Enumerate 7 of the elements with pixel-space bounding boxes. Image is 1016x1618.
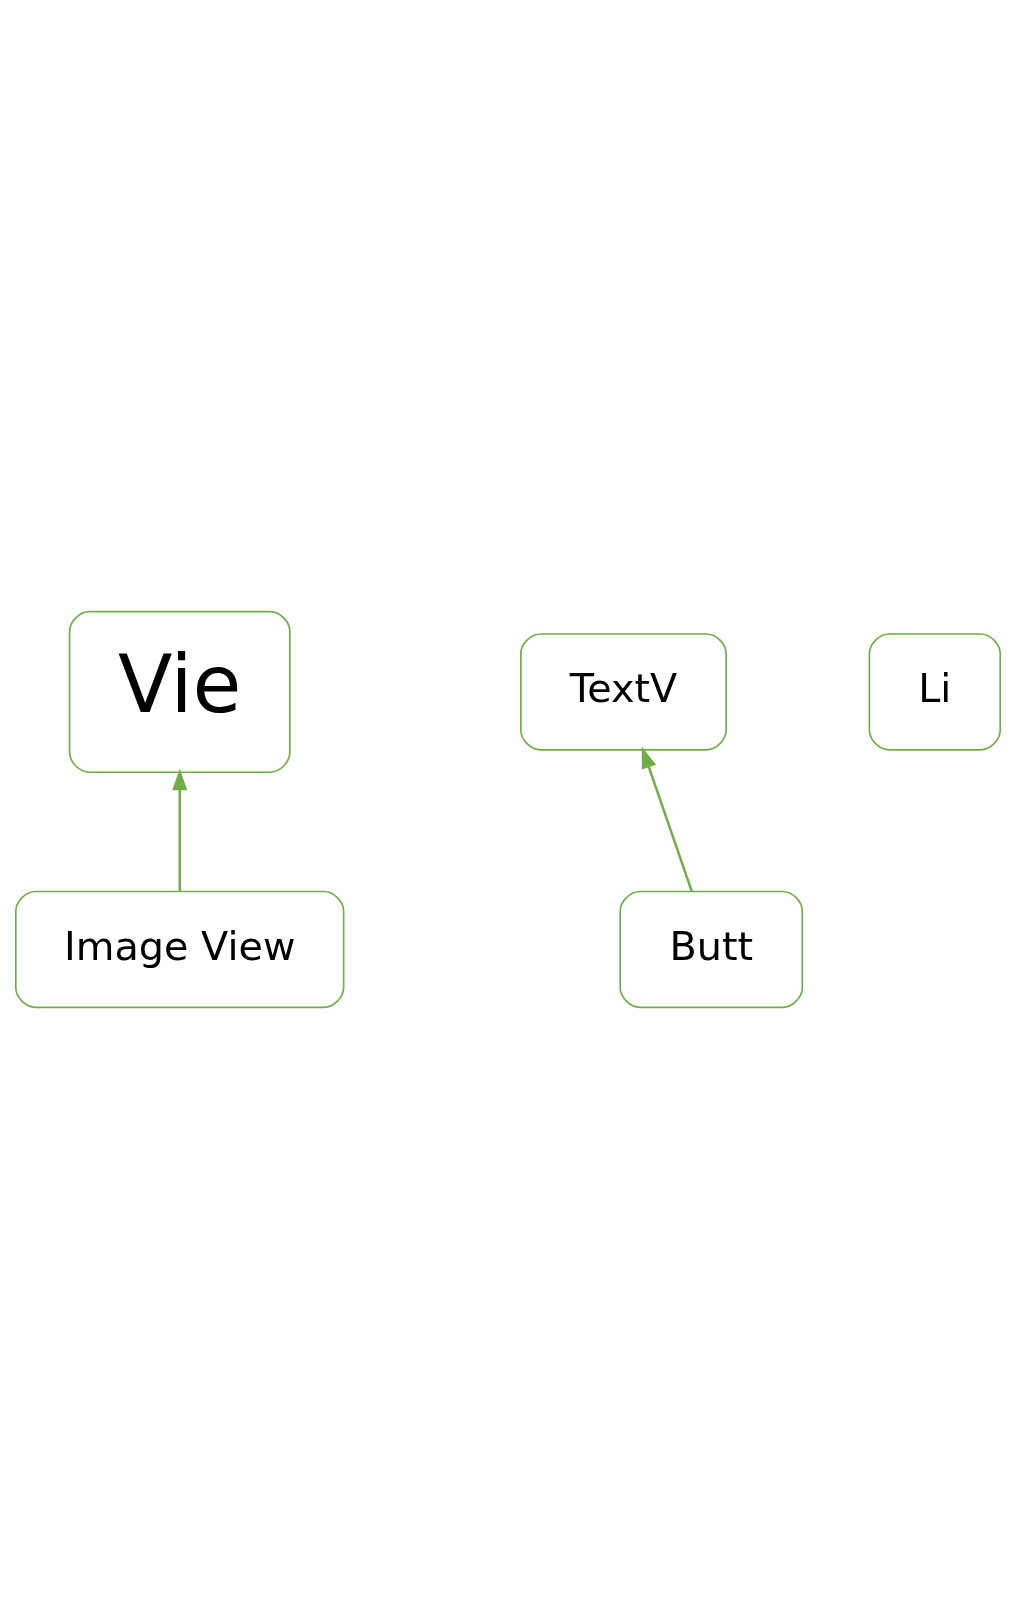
node-box: Vie: [68, 610, 291, 773]
node-box: Image View: [14, 890, 345, 1008]
arrow: [172, 768, 188, 891]
node-box: Li: [868, 632, 1002, 751]
node-box: TextV: [520, 632, 727, 751]
arrow: [641, 746, 693, 892]
node-box: Butt: [619, 890, 804, 1008]
